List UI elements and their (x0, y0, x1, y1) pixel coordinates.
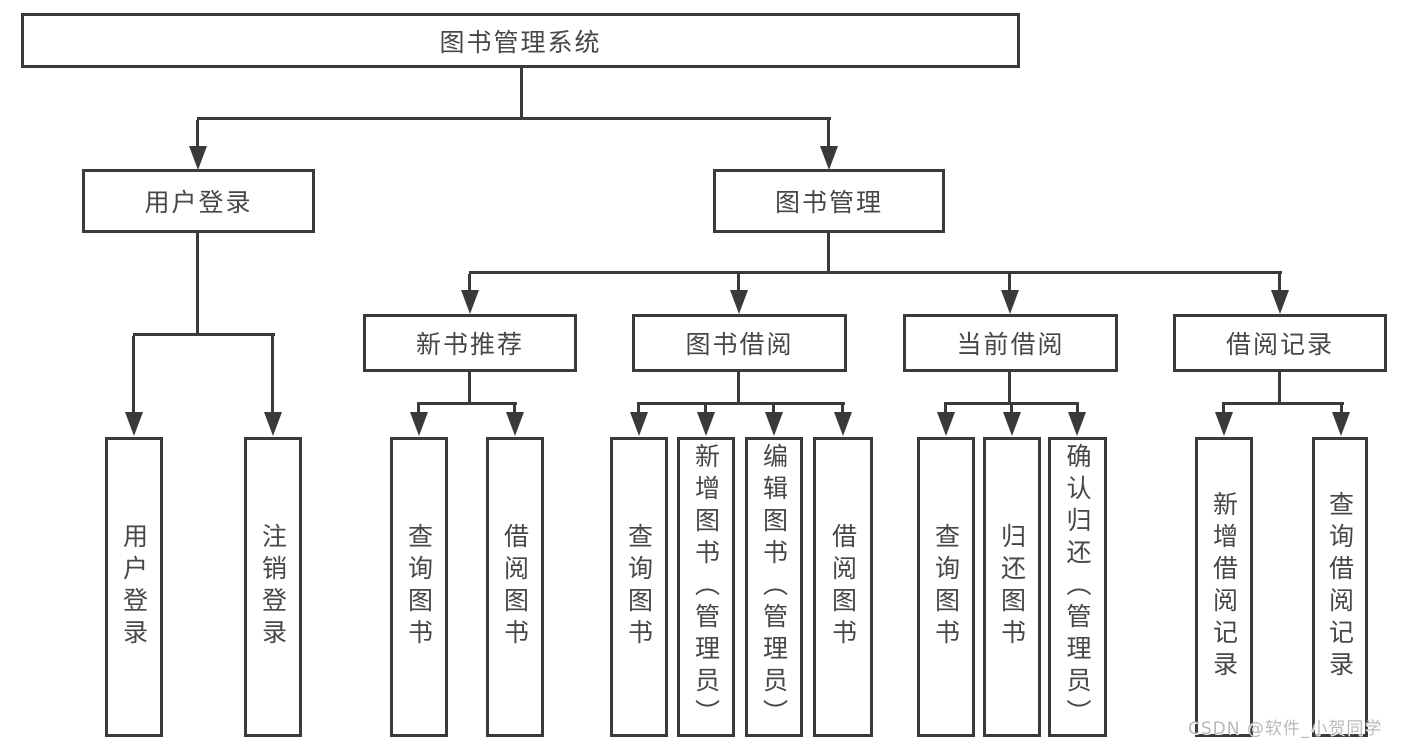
arrow-down-leaf (1215, 412, 1233, 436)
leaf-label: 借阅图书 (828, 523, 858, 651)
leaf-borrowing-borrow-books: 借阅图书 (813, 437, 873, 737)
connector-stem (841, 405, 844, 415)
leaf-borrowing-add-books-admin: 新增图书（管理员） (677, 437, 735, 737)
connector-records-span (1222, 402, 1344, 405)
connector-mgmt-drop (827, 233, 830, 273)
connector-current-span (944, 402, 1079, 405)
leaf-label: 新增借阅记录 (1209, 491, 1239, 683)
leaf-label: 查询借阅记录 (1325, 491, 1355, 683)
arrow-down-leaf (506, 412, 524, 436)
leaf-label: 归还图书 (997, 523, 1027, 651)
leaf-label: 确认归还（管理员） (1063, 443, 1092, 731)
arrow-down-leaf-user-login (125, 412, 143, 436)
node-library-system: 图书管理系统 (21, 13, 1020, 68)
leaf-label: 查询图书 (404, 523, 434, 651)
leaf-label: 注销登录 (258, 523, 288, 651)
node-book-borrowing: 图书借阅 (632, 314, 847, 372)
arrow-down-leaf (697, 412, 715, 436)
connector-newbook-drop (468, 372, 471, 404)
connector-stem (772, 405, 775, 415)
leaf-label: 借阅图书 (500, 523, 530, 651)
node-borrowing-records: 借阅记录 (1173, 314, 1387, 372)
connector-stem (1222, 405, 1225, 415)
leaf-current-return-books: 归还图书 (983, 437, 1041, 737)
arrow-down-leaf (1003, 412, 1021, 436)
arrow-down-book-borrowing (730, 290, 748, 314)
node-new-book-recommend: 新书推荐 (363, 314, 577, 372)
arrow-down-leaf (765, 412, 783, 436)
leaf-label: 新增图书（管理员） (691, 443, 721, 731)
arrow-down-leaf (630, 412, 648, 436)
connector-userlogin-span (133, 333, 275, 336)
leaf-borrowing-query-books: 查询图书 (610, 437, 668, 737)
connector-level3-span (469, 271, 1282, 274)
arrow-down-leaf (1332, 412, 1350, 436)
arrow-down-new-book (461, 290, 479, 314)
connector-borrowing-span (637, 402, 845, 405)
connector-stem-current-borrowing (1008, 274, 1011, 292)
leaf-user-login: 用户登录 (105, 437, 163, 737)
connector-stem (944, 405, 947, 415)
connector-level1-span (197, 117, 831, 120)
connector-borrowing-drop (737, 372, 740, 404)
leaf-label: 查询图书 (931, 523, 961, 651)
connector-records-drop (1278, 372, 1281, 404)
arrow-down-leaf-logout (264, 412, 282, 436)
arrow-down-user-login (189, 146, 207, 170)
connector-stem (417, 405, 420, 415)
connector-stem (1010, 405, 1013, 415)
leaf-current-confirm-return-admin: 确认归还（管理员） (1048, 437, 1107, 737)
leaf-label: 编辑图书（管理员） (759, 443, 789, 731)
arrow-down-book-management (820, 146, 838, 170)
connector-stem-user-login (196, 120, 199, 150)
arrow-down-current-borrowing (1001, 290, 1019, 314)
node-user-login: 用户登录 (82, 169, 315, 233)
arrow-down-borrowing-records (1271, 290, 1289, 314)
leaf-records-add-record: 新增借阅记录 (1195, 437, 1253, 737)
connector-stem-book-borrowing (737, 274, 740, 292)
arrow-down-leaf (410, 412, 428, 436)
connector-current-drop (1008, 372, 1011, 404)
leaf-borrowing-edit-books-admin: 编辑图书（管理员） (745, 437, 803, 737)
arrow-down-leaf (834, 412, 852, 436)
connector-stem (637, 405, 640, 415)
node-book-management: 图书管理 (713, 169, 945, 233)
node-current-borrowing: 当前借阅 (903, 314, 1118, 372)
connector-newbook-span (417, 402, 517, 405)
connector-stem (704, 405, 707, 415)
leaf-logout: 注销登录 (244, 437, 302, 737)
connector-stem (1340, 405, 1343, 415)
arrow-down-leaf (1068, 412, 1086, 436)
leaf-label: 用户登录 (119, 523, 149, 651)
leaf-label: 查询图书 (624, 523, 654, 651)
connector-stem-leaf-user-login (132, 336, 135, 416)
connector-stem-leaf-logout (271, 336, 274, 416)
watermark: CSDN @软件_小贺同学 (1188, 719, 1383, 739)
arrow-down-leaf (937, 412, 955, 436)
leaf-current-query-books: 查询图书 (917, 437, 975, 737)
connector-userlogin-drop (196, 233, 199, 335)
connector-stem-borrowing-records (1278, 274, 1281, 292)
connector-stem-book-management (827, 120, 830, 150)
connector-stem-new-book (468, 274, 471, 292)
connector-stem (513, 405, 516, 415)
leaf-newbook-query-books: 查询图书 (390, 437, 448, 737)
connector-stem (1076, 405, 1079, 415)
leaf-records-query-record: 查询借阅记录 (1312, 437, 1368, 737)
connector-root-drop (520, 68, 523, 120)
leaf-newbook-borrow-books: 借阅图书 (486, 437, 544, 737)
